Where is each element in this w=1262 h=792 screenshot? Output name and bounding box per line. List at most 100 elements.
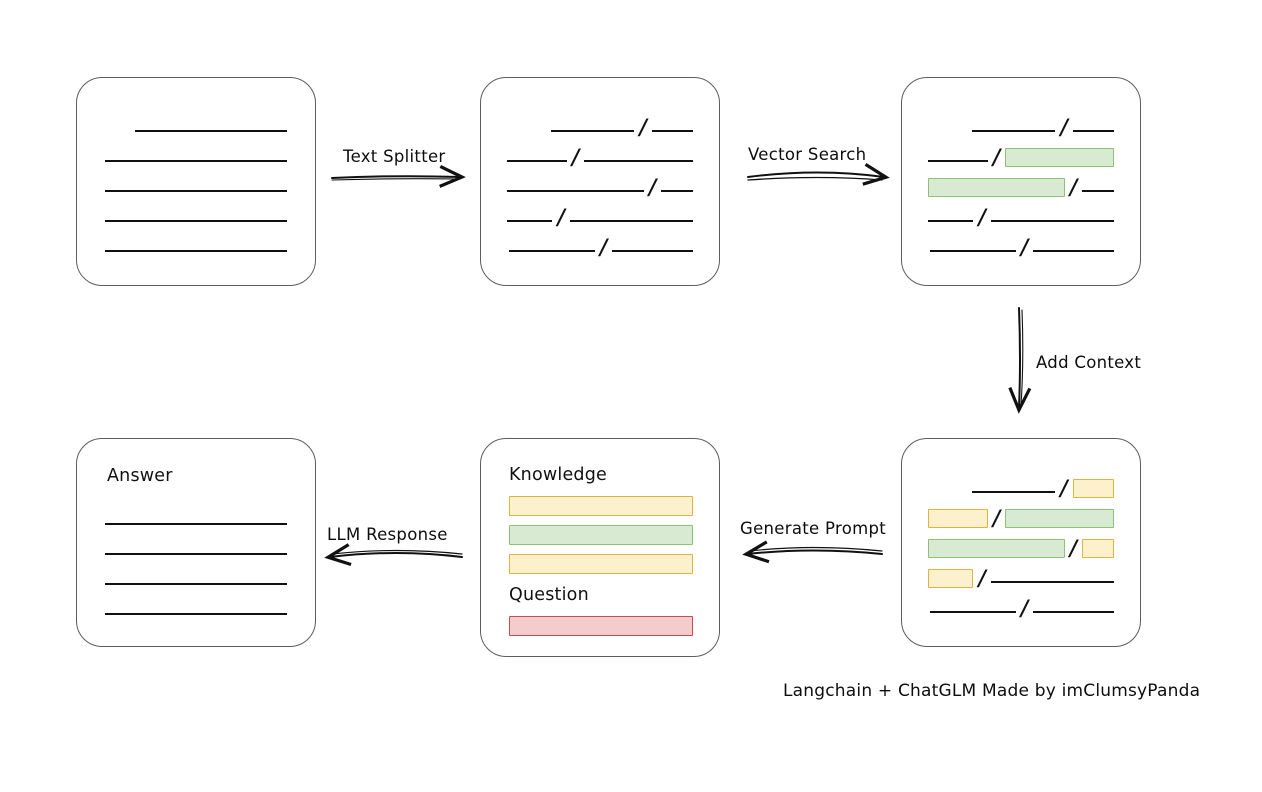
knowledge-bar-yellow[interactable] — [509, 554, 693, 574]
chunk-separator: / — [1069, 173, 1078, 199]
arrow-vector-search — [747, 163, 890, 186]
highlighted-chunk-green[interactable] — [928, 538, 1065, 558]
knowledge-bar-green[interactable] — [509, 525, 693, 545]
text-row: / — [928, 227, 1114, 257]
text-row: / — [507, 167, 693, 197]
text-line-segment — [928, 219, 974, 222]
chunk-separator: / — [1060, 113, 1068, 139]
highlighted-chunk-yellow[interactable] — [1082, 538, 1114, 558]
text-line-segment — [507, 189, 644, 192]
text-line-segment — [1082, 189, 1114, 192]
chunk-separator: / — [571, 143, 580, 169]
knowledge-bar-yellow[interactable] — [509, 496, 693, 516]
text-line-segment — [584, 159, 693, 162]
highlighted-chunk-green[interactable] — [928, 177, 1065, 197]
chunk-separator: / — [978, 564, 986, 590]
text-row: / — [928, 197, 1114, 227]
highlighted-chunk-yellow[interactable] — [928, 508, 988, 528]
text-row: / — [507, 137, 693, 167]
text-line-segment — [928, 159, 988, 162]
node-split-chunks[interactable]: / / / / / — [480, 77, 720, 286]
text-line-segment — [651, 129, 693, 132]
text-line-segment — [105, 159, 287, 162]
arrow-text-splitter — [331, 164, 466, 188]
knowledge-heading: Knowledge — [509, 465, 607, 485]
answer-heading: Answer — [107, 466, 173, 486]
text-row: / — [928, 498, 1114, 528]
text-row — [105, 167, 287, 197]
text-line-segment — [105, 219, 287, 222]
text-line-segment — [990, 580, 1114, 583]
text-line-segment — [105, 582, 287, 585]
text-row — [105, 590, 287, 620]
text-line-segment — [105, 249, 287, 252]
text-line-segment — [972, 490, 1056, 493]
arrow-add-context — [1008, 307, 1032, 414]
chunk-separator: / — [992, 504, 1001, 530]
text-row — [105, 107, 287, 137]
text-line-segment — [1033, 249, 1114, 252]
text-row: / — [928, 468, 1114, 498]
highlighted-chunk-green[interactable] — [1005, 147, 1114, 167]
text-line-segment — [930, 610, 1016, 613]
chunk-separator: / — [639, 113, 647, 139]
text-line-segment — [507, 219, 553, 222]
text-line-segment — [612, 249, 693, 252]
text-row: / — [928, 137, 1114, 167]
text-row — [105, 227, 287, 257]
chunk-separator: / — [648, 173, 657, 199]
chunk-separator: / — [978, 203, 986, 229]
text-row — [105, 560, 287, 590]
text-line-segment — [105, 552, 287, 555]
chunk-separator: / — [1060, 474, 1068, 500]
source-document-rows — [77, 78, 315, 285]
node-answer-document[interactable]: Answer — [76, 438, 316, 647]
text-row: / — [928, 588, 1114, 618]
chunk-separator: / — [599, 233, 608, 259]
text-line-segment — [507, 159, 567, 162]
edge-label-generate-prompt: Generate Prompt — [740, 519, 886, 538]
text-line-segment — [661, 189, 693, 192]
chunk-separator: / — [1020, 233, 1029, 259]
answer-rows — [77, 439, 315, 646]
text-row: / — [507, 197, 693, 227]
edge-label-text-splitter: Text Splitter — [343, 147, 446, 166]
text-line-segment — [551, 129, 635, 132]
text-line-segment — [105, 189, 287, 192]
text-row: / — [507, 227, 693, 257]
chunk-separator: / — [1020, 594, 1029, 620]
text-row — [105, 137, 287, 167]
highlighted-chunk-green[interactable] — [1005, 508, 1114, 528]
text-line-segment — [1072, 129, 1114, 132]
context-chunks-rows: ///// — [902, 439, 1140, 646]
matched-chunks-rows: / / / / / — [902, 78, 1140, 285]
text-line-segment — [972, 129, 1056, 132]
text-row — [105, 500, 287, 530]
split-chunks-rows: / / / / / — [481, 78, 719, 285]
chunk-separator: / — [992, 143, 1001, 169]
text-line-segment — [509, 249, 595, 252]
node-context-chunks[interactable]: ///// — [901, 438, 1141, 647]
text-row — [105, 530, 287, 560]
question-heading: Question — [509, 585, 589, 605]
chunk-separator: / — [557, 203, 565, 229]
text-row: / — [928, 558, 1114, 588]
arrow-generate-prompt — [742, 540, 883, 564]
node-prompt-panel[interactable]: Knowledge Question — [480, 438, 720, 657]
node-matched-chunks[interactable]: / / / / / — [901, 77, 1141, 286]
footer-caption: Langchain + ChatGLM Made by imClumsyPand… — [783, 681, 1201, 701]
text-row — [105, 197, 287, 227]
node-source-document[interactable] — [76, 77, 316, 286]
highlighted-chunk-yellow[interactable] — [1072, 478, 1114, 498]
text-line-segment — [990, 219, 1114, 222]
text-row: / — [928, 167, 1114, 197]
edge-label-llm-response: LLM Response — [327, 525, 448, 544]
highlighted-chunk-yellow[interactable] — [928, 568, 974, 588]
edge-label-vector-search: Vector Search — [748, 145, 867, 164]
text-row: / — [928, 528, 1114, 558]
arrow-llm-response — [324, 543, 463, 567]
text-line-segment — [135, 129, 287, 132]
question-bar-red[interactable] — [509, 616, 693, 636]
text-row: / — [928, 107, 1114, 137]
